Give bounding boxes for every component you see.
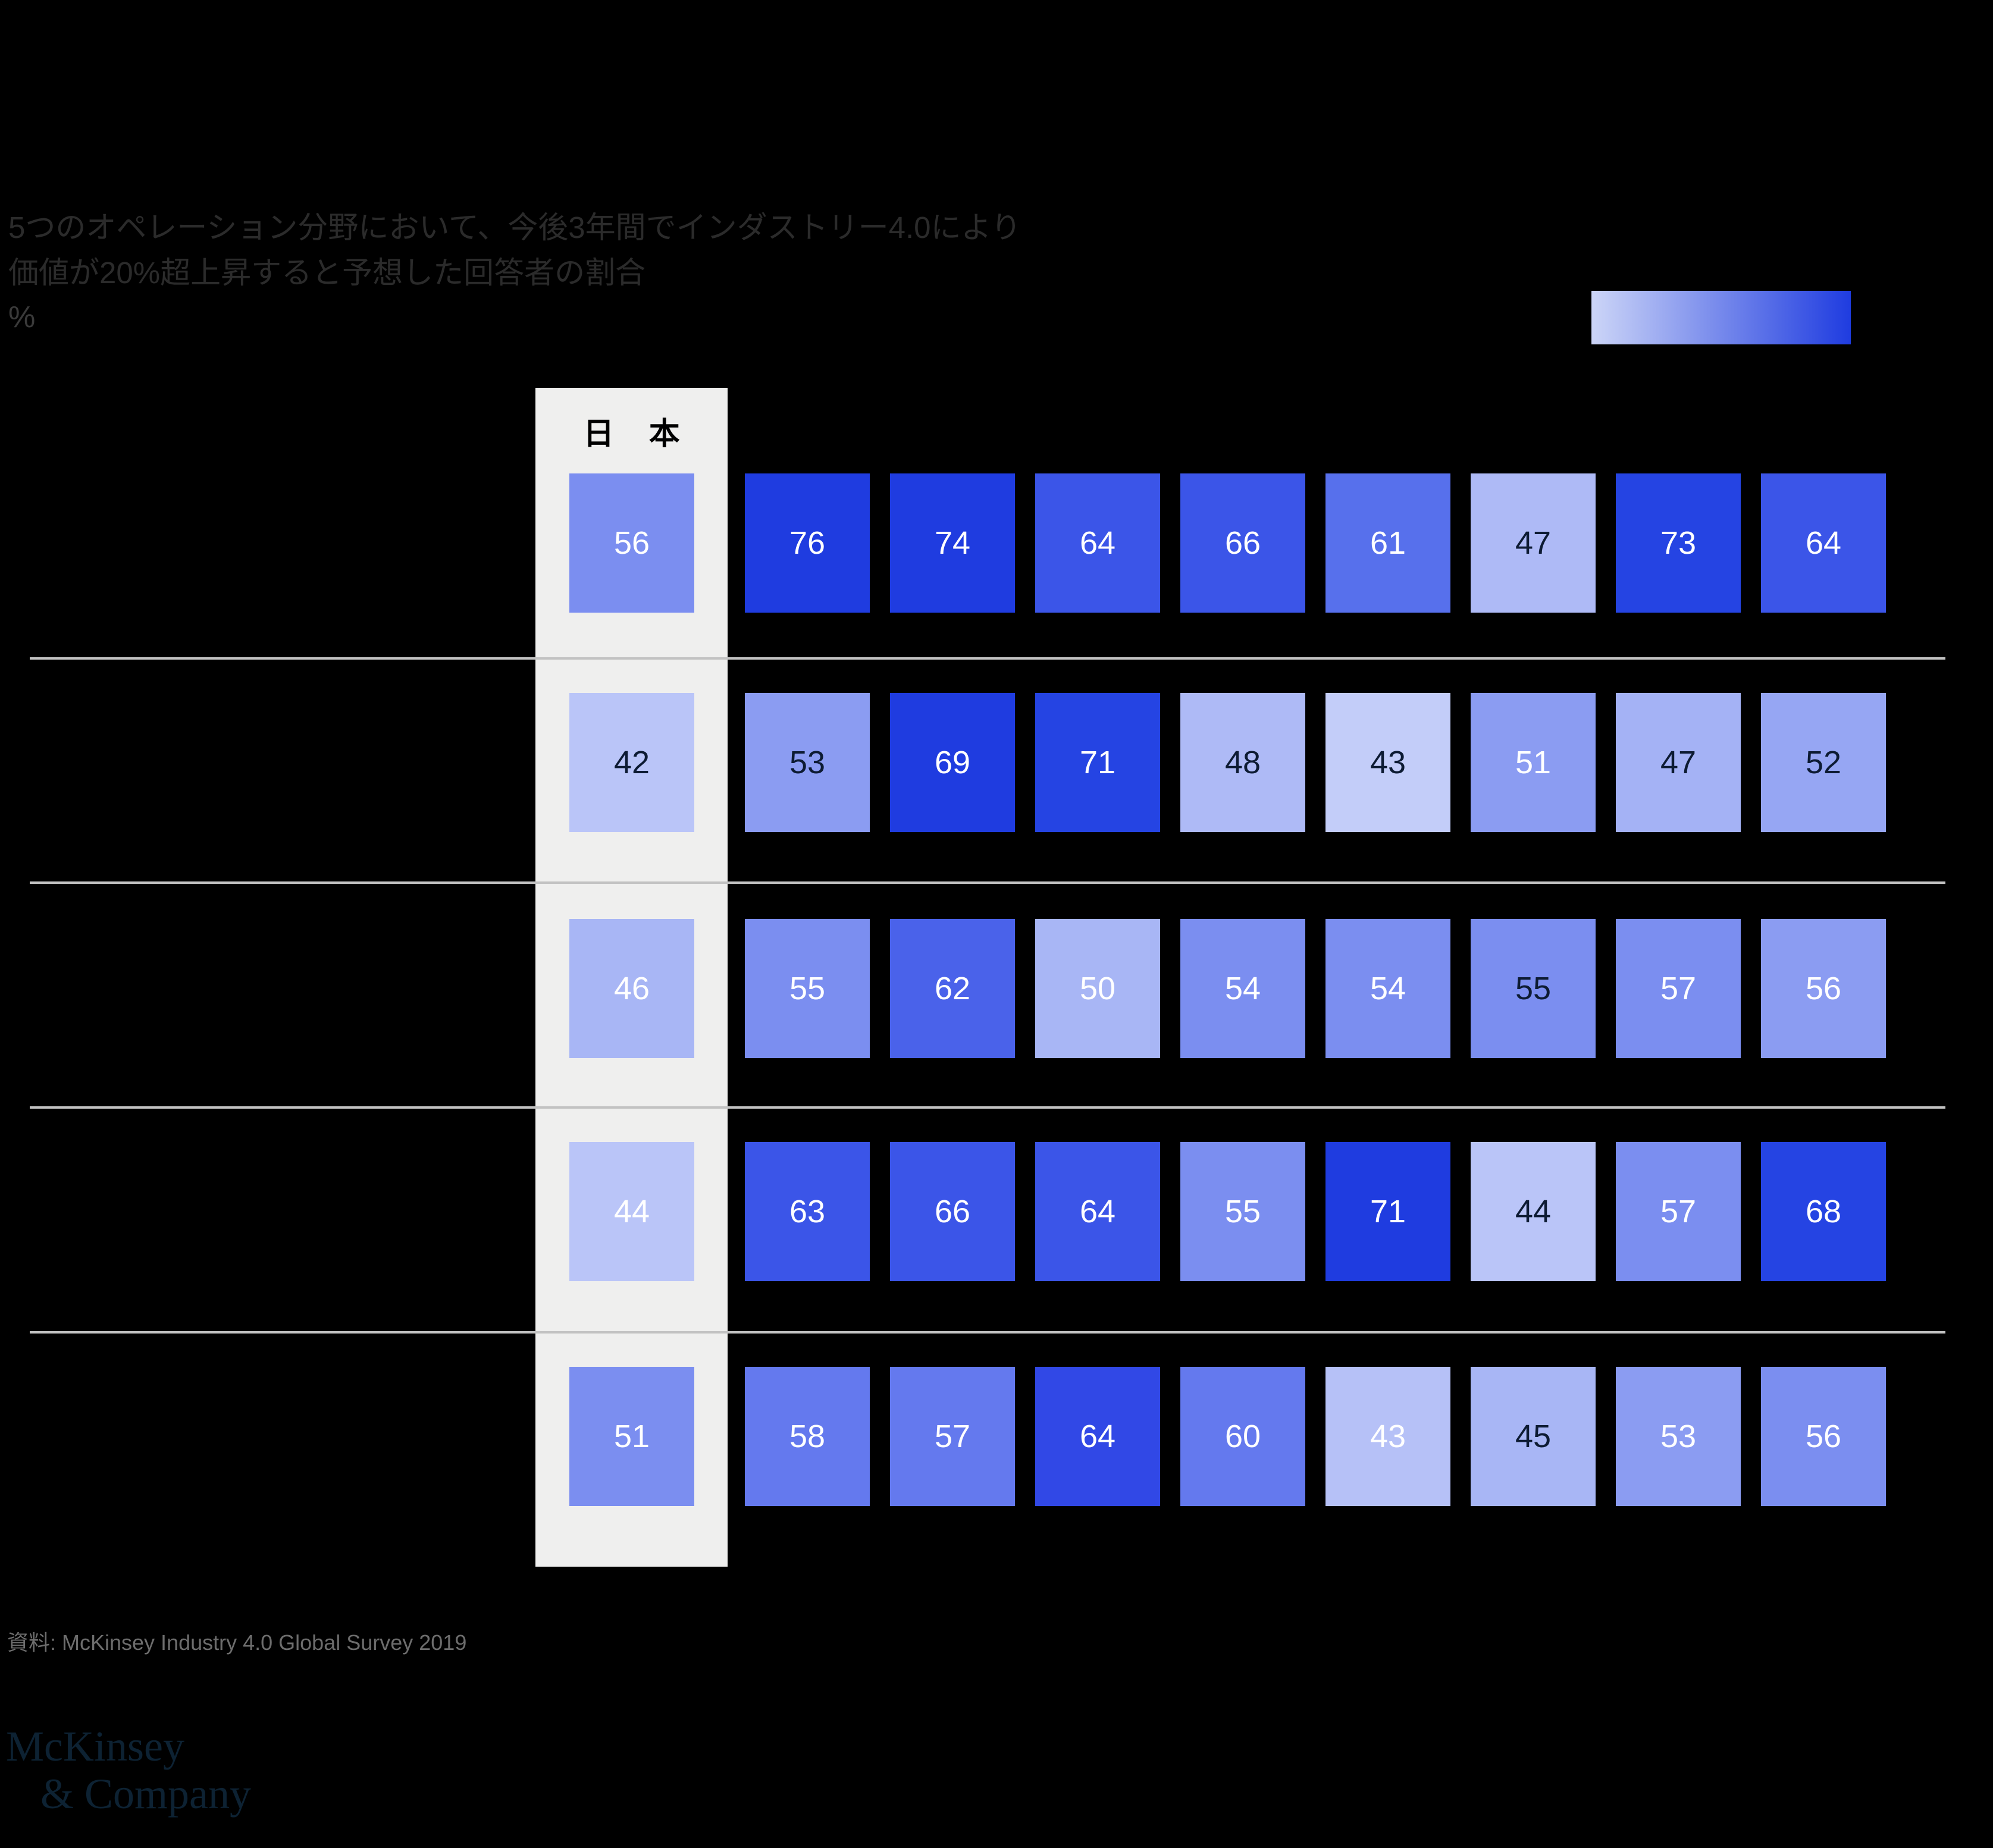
heatmap-cell: 53 [1616, 1367, 1741, 1506]
heatmap-cell: 43 [1325, 1367, 1450, 1506]
heatmap-cell: 76 [745, 473, 870, 613]
heatmap-cell: 57 [1616, 919, 1741, 1058]
heatmap-cell: 56 [1761, 919, 1886, 1058]
logo-line-2: & Company [40, 1770, 251, 1818]
heatmap-cell: 73 [1616, 473, 1741, 613]
heatmap-cell: 47 [1616, 693, 1741, 832]
heatmap-cell: 54 [1325, 919, 1450, 1058]
row-divider [30, 881, 1945, 884]
row-divider [30, 657, 1945, 660]
title-block: 5つのオペレーション分野において、今後3年間でインダストリー4.0により 価値が… [8, 205, 1436, 338]
heatmap-cell-japan: 42 [569, 693, 694, 832]
heatmap-cell: 63 [745, 1142, 870, 1281]
unit-label: % [8, 300, 36, 334]
japan-column-header: 日 本 [535, 388, 728, 473]
heatmap-cell: 56 [1761, 1367, 1886, 1506]
heatmap-cell: 55 [745, 919, 870, 1058]
source-note: 資料: McKinsey Industry 4.0 Global Survey … [7, 1630, 467, 1655]
heatmap-cell: 71 [1325, 1142, 1450, 1281]
page-title-line-2: 価値が20%超上昇すると予想した回答者の割合 [8, 256, 646, 290]
heatmap-cell: 52 [1761, 693, 1886, 832]
mckinsey-logo: McKinsey & Company [6, 1725, 251, 1815]
heatmap-cell: 47 [1471, 473, 1596, 613]
heatmap-cell: 48 [1180, 693, 1305, 832]
heatmap-cell: 51 [1471, 693, 1596, 832]
heatmap-cell: 74 [890, 473, 1015, 613]
heatmap-cell: 55 [1180, 1142, 1305, 1281]
heatmap-cell: 62 [890, 919, 1015, 1058]
heatmap-cell: 45 [1471, 1367, 1596, 1506]
heatmap-cell: 64 [1761, 473, 1886, 613]
heatmap-cell: 55 [1471, 919, 1596, 1058]
heatmap-cell: 61 [1325, 473, 1450, 613]
heatmap-cell: 71 [1035, 693, 1160, 832]
row-divider [30, 1106, 1945, 1109]
heatmap-cell: 57 [1616, 1142, 1741, 1281]
heatmap-cell-japan: 44 [569, 1142, 694, 1281]
heatmap-cell: 64 [1035, 1142, 1160, 1281]
heatmap-cell-japan: 51 [569, 1367, 694, 1506]
heatmap-cell: 64 [1035, 1367, 1160, 1506]
heatmap-cell: 53 [745, 693, 870, 832]
heatmap-cell: 58 [745, 1367, 870, 1506]
heatmap-cell: 60 [1180, 1367, 1305, 1506]
heatmap-cell: 64 [1035, 473, 1160, 613]
heatmap-cell: 68 [1761, 1142, 1886, 1281]
color-scale-gradient-bar [1591, 291, 1851, 344]
logo-line-1: McKinsey [6, 1723, 184, 1770]
heatmap-cell-japan: 56 [569, 473, 694, 613]
heatmap-cell-japan: 46 [569, 919, 694, 1058]
color-scale-legend [1591, 291, 1851, 344]
heatmap-cell: 66 [1180, 473, 1305, 613]
row-divider [30, 1331, 1945, 1334]
heatmap-cell: 44 [1471, 1142, 1596, 1281]
heatmap-cell: 43 [1325, 693, 1450, 832]
heatmap-cell: 50 [1035, 919, 1160, 1058]
page-title-line-1: 5つのオペレーション分野において、今後3年間でインダストリー4.0により [8, 211, 1021, 244]
heatmap-cell: 57 [890, 1367, 1015, 1506]
heatmap-cell: 66 [890, 1142, 1015, 1281]
heatmap-cell: 69 [890, 693, 1015, 832]
heatmap-cell: 54 [1180, 919, 1305, 1058]
